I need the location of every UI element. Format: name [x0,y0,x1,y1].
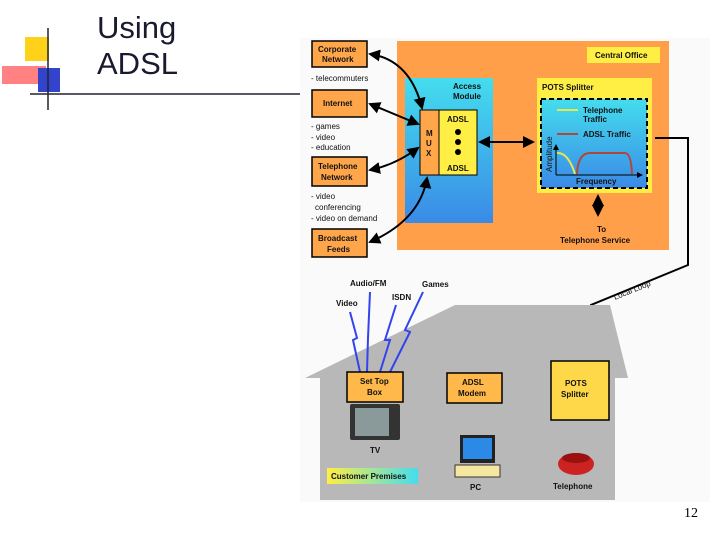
access-module-label-2: Module [453,92,482,101]
wireless-games-label: Games [422,280,449,289]
to-service-label: To [597,225,606,234]
dot [455,149,461,155]
note-telecommuters: - telecommuters [311,74,368,83]
mux-letter: X [426,149,432,158]
set-top-label: Set Top [360,377,389,386]
adsl-bottom-label: ADSL [447,164,469,173]
wireless-audio-label: Audio/FM [350,279,387,288]
slide-title: Using ADSL [97,10,178,82]
source-corporate-network: Corporate Network [311,40,368,68]
x-axis-label: Frequency [576,177,617,186]
tv-label: TV [370,446,381,455]
note-video-conferencing-2: conferencing [315,203,361,212]
decor-blue-square [38,68,60,92]
note-games: - games [311,122,340,131]
central-office-label-box [587,47,660,63]
legend-telephone-label-2: Traffic [583,115,608,124]
to-service-label-2: Telephone Service [560,236,631,245]
source-broadcast-feeds: Broadcast Feeds [311,228,368,258]
page-number: 12 [684,506,698,521]
telephone-icon [558,453,594,475]
wireless-video-label: Video [336,299,358,308]
source-label: Broadcast [318,234,357,243]
source-label: Internet [323,99,353,108]
pc-label: PC [470,483,481,492]
adsl-top-label: ADSL [447,115,469,124]
decor-red-bar [2,66,46,84]
pots-splitter-home: POTS Splitter [550,360,610,421]
tv-icon [350,404,400,440]
set-top-box: Set Top Box [346,371,404,403]
central-office-label: Central Office [595,51,648,60]
source-internet: Internet [311,89,368,118]
splitter-label: POTS [565,379,587,388]
source-telephone-network: Telephone Network [311,156,368,187]
modem-label-2: Modem [458,389,486,398]
note-video-on-demand: - video on demand [311,214,377,223]
source-label: Network [322,55,354,64]
title-line-1: Using [97,10,177,45]
y-axis-label: Amplitude [545,136,554,172]
telephone-label: Telephone [553,482,593,491]
decor-yellow-square [25,37,49,61]
customer-premises-label-box [327,468,418,484]
note-video: - video [311,133,336,142]
mux-letter: M [426,129,433,138]
customer-premises-label: Customer Premises [331,472,407,481]
source-label: Corporate [318,45,357,54]
dot [455,139,461,145]
pc-icon [454,435,501,478]
wireless-signals [349,291,424,373]
legend-adsl-label: ADSL Traffic [583,130,631,139]
wireless-isdn-label: ISDN [392,293,411,302]
access-module-label: Access [453,82,482,91]
legend-telephone-label: Telephone [583,106,623,115]
set-top-label-2: Box [367,388,383,397]
source-label: Network [321,173,353,182]
pots-splitter-co-label: POTS Splitter [542,83,594,92]
source-label: Telephone [318,162,358,171]
source-label: Feeds [327,245,351,254]
splitter-label-2: Splitter [561,390,589,399]
dot [455,129,461,135]
note-video-conferencing: - video [311,192,336,201]
adsl-traffic-curve [576,152,633,175]
telephone-traffic-curve [556,151,576,175]
mux-letter: U [426,139,432,148]
spectrum-panel [540,98,648,189]
adsl-modem: ADSL Modem [446,372,503,404]
modem-label: ADSL [462,378,484,387]
note-education: - education [311,143,351,152]
title-line-2: ADSL [97,46,178,81]
